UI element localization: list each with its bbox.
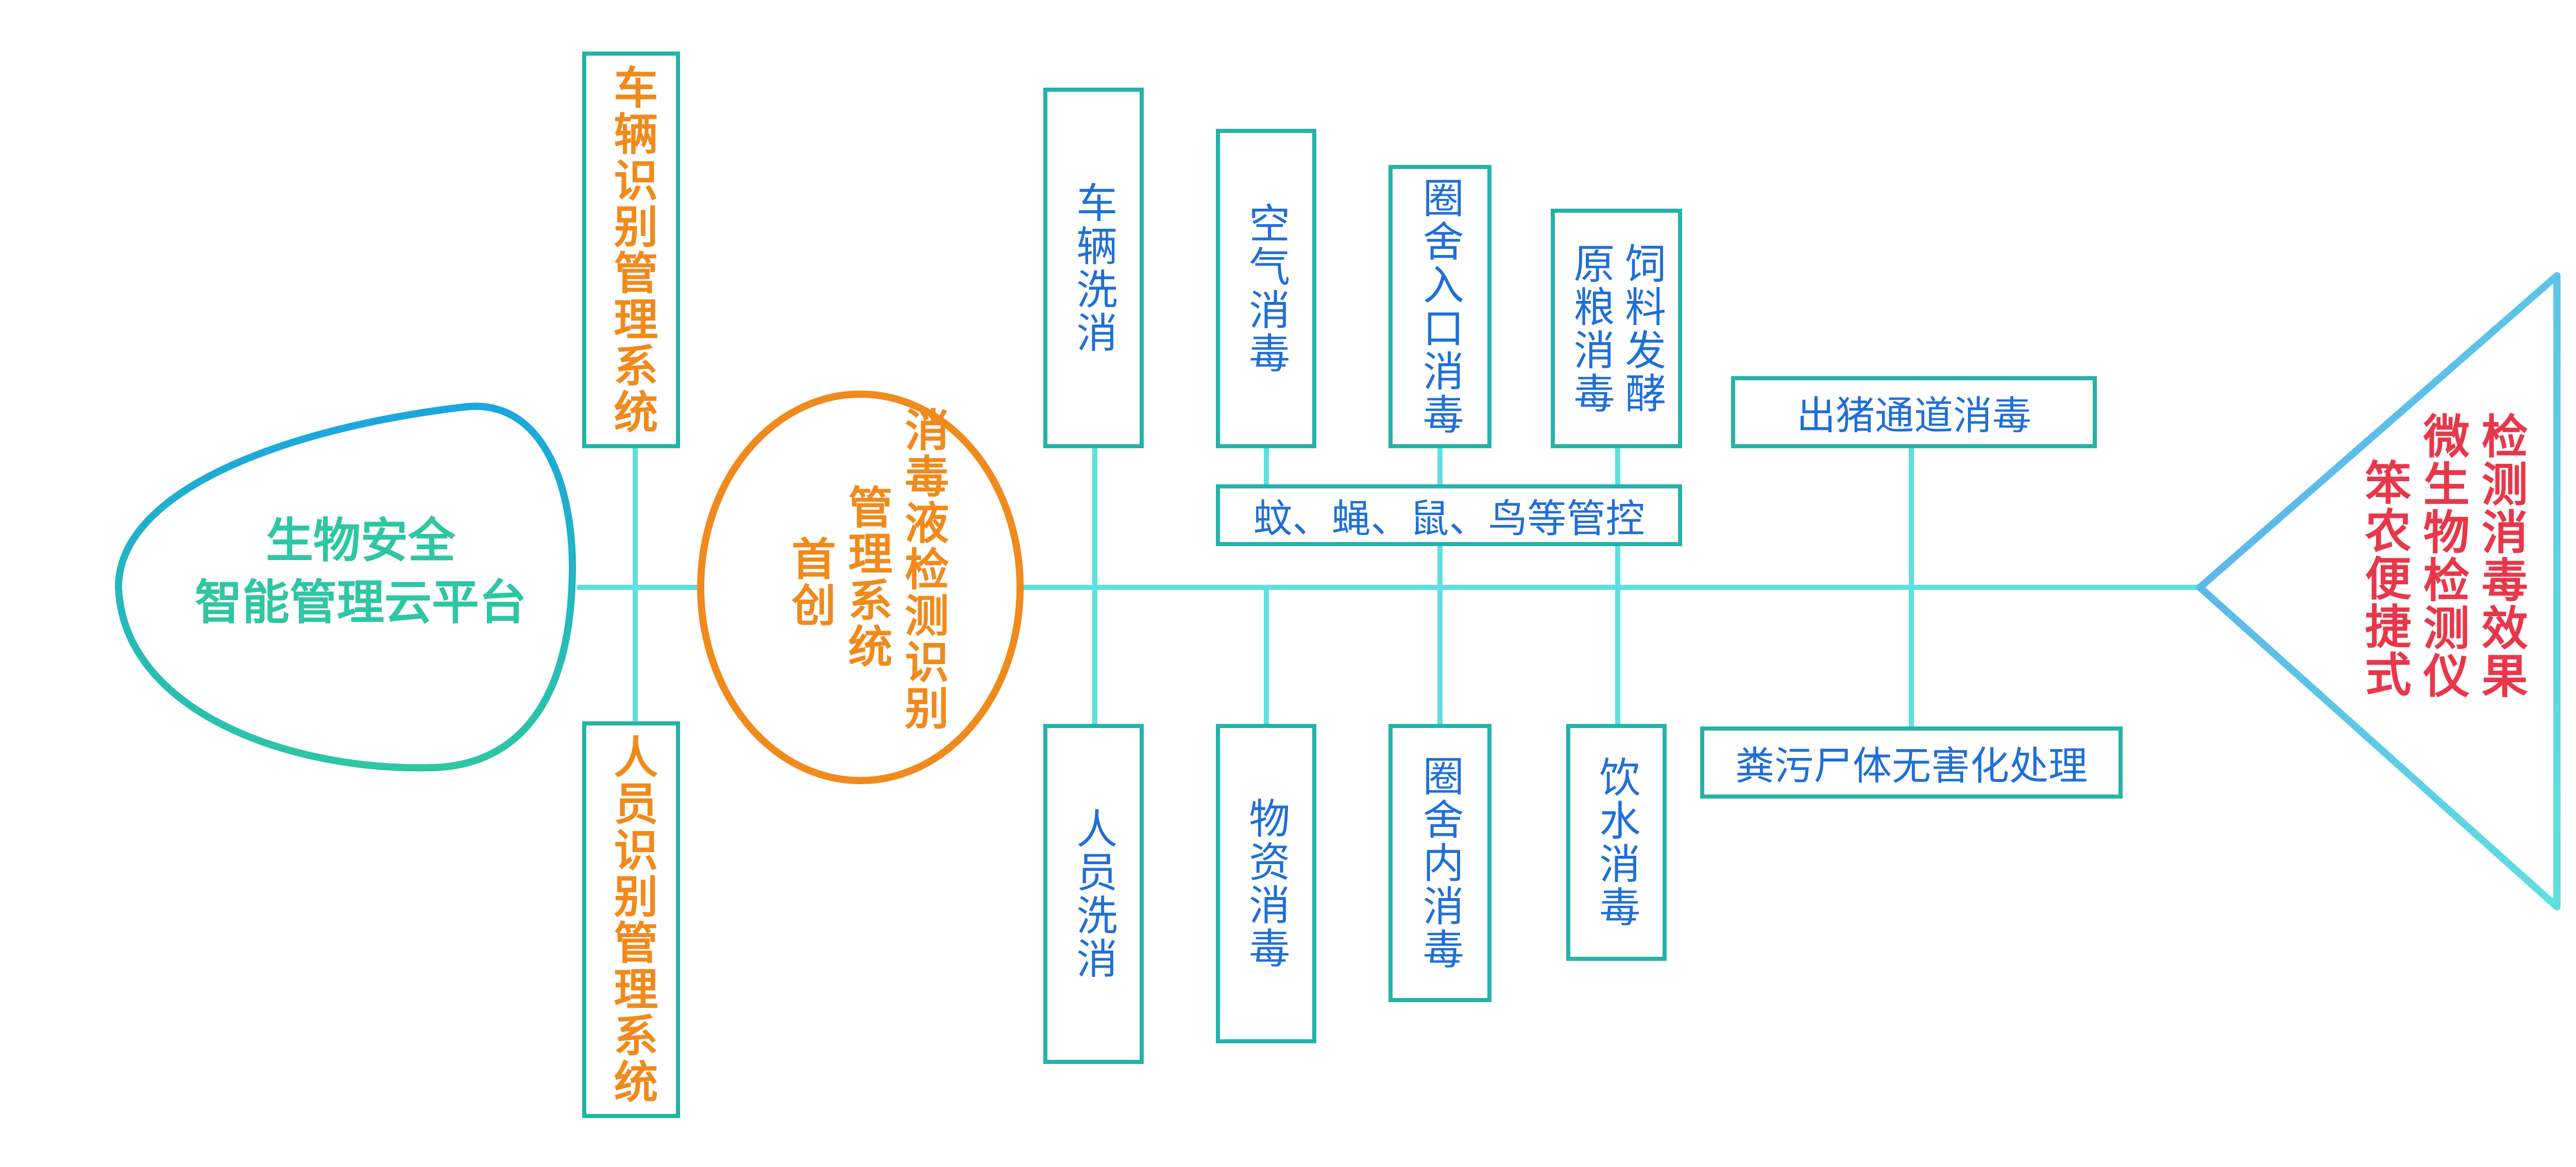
tail-title-col2: 微生物检测仪 [2415,412,2469,700]
pest-control-box: 蚊、蝇、鼠、鸟等管控 [1216,484,1682,546]
air-disinfection-box: 空气消毒 [1216,129,1316,448]
pig-exit-channel-box: 出猪通道消毒 [1731,376,2097,448]
feed-fermentation-col1: 饲料发酵 [1618,242,1667,415]
drinking-water-disinfection-label: 饮水消毒 [1592,756,1641,929]
tail-title-col3: 笨农便捷式 [2357,459,2411,698]
vehicle-id-system-box: 车辆识别管理系统 [582,52,680,448]
personnel-wash-box: 人员洗消 [1043,724,1144,1064]
pen-entrance-disinfection-box: 圈舍入口消毒 [1388,165,1492,448]
waste-treatment-label: 粪污尸体无害化处理 [1735,743,2088,789]
vehicle-wash-box: 车辆洗消 [1043,88,1144,448]
center-circle-col3: 首创 [784,536,836,629]
center-circle-text: 消毒液检测识别 管理系统 首创 [757,407,974,768]
tail-triangle-shape [2196,272,2561,910]
material-disinfection-box: 物资消毒 [1216,724,1316,1043]
platform-title-line2: 智能管理云平台 [194,574,527,630]
center-circle-col1: 消毒液检测识别 [896,407,948,732]
tail-title-col1: 检测消毒效果 [2473,412,2528,700]
pig-exit-channel-label: 出猪通道消毒 [1797,393,2031,438]
feed-fermentation-box: 饲料发酵 原粮消毒 [1551,209,1682,448]
personnel-id-system-label: 人员识别管理系统 [605,734,657,1105]
air-disinfection-label: 空气消毒 [1242,202,1291,375]
vehicle-wash-label: 车辆洗消 [1070,181,1118,354]
personnel-wash-label: 人员洗消 [1070,807,1118,980]
tail-title: 检测消毒效果 微生物检测仪 笨农便捷式 [2339,412,2545,773]
pest-control-label: 蚊、蝇、鼠、鸟等管控 [1253,496,1645,542]
vehicle-id-system-label: 车辆识别管理系统 [605,64,657,435]
platform-title: 生物安全 智能管理云平台 [155,510,567,633]
waste-treatment-box: 粪污尸体无害化处理 [1700,726,2123,799]
feed-fermentation-col2: 原粮消毒 [1567,242,1615,415]
pen-interior-disinfection-box: 圈舍内消毒 [1388,724,1492,1002]
center-circle-shape [697,391,1024,784]
drinking-water-disinfection-box: 饮水消毒 [1566,724,1667,961]
material-disinfection-label: 物资消毒 [1242,797,1291,970]
personnel-id-system-box: 人员识别管理系统 [582,721,680,1118]
platform-head-shape [114,402,577,772]
pen-interior-disinfection-label: 圈舍内消毒 [1416,755,1464,971]
platform-title-line1: 生物安全 [265,513,455,568]
pen-entrance-disinfection-label: 圈舍入口消毒 [1416,177,1464,436]
center-circle-col2: 管理系统 [840,484,892,670]
